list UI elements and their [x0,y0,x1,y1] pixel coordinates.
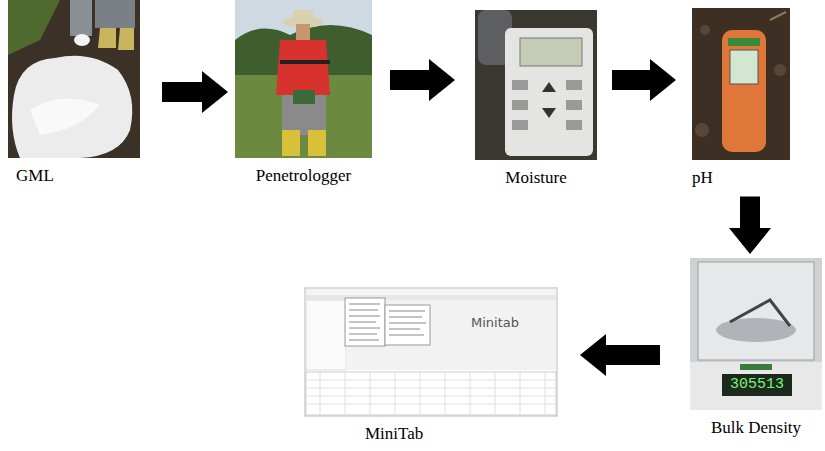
boot [98,28,116,48]
meter-brand-band [728,38,760,46]
red-shirt [276,40,330,95]
block-arrow [390,59,455,101]
meter-button [512,100,528,110]
step-caption: MiniTab [305,424,557,444]
moisture-meter [505,28,593,156]
gml-photo [8,0,140,158]
title-bar [306,289,556,295]
app-splash-title: Minitab [450,315,540,331]
meter-button [566,80,582,90]
navigator-pane [306,300,346,370]
submenu-items [389,311,426,335]
penetrologger-photo [235,0,372,158]
block-arrow [729,196,771,254]
app-window [305,288,557,416]
meter-screen [730,50,758,84]
boot [308,130,326,156]
meter-arrow-key [542,108,556,118]
soil-clod [695,123,709,137]
draft-shield [698,262,814,360]
step-caption: Moisture [475,168,597,188]
meter-button [566,120,582,130]
ph-photo [692,8,790,160]
submenu [385,305,430,345]
block-arrow [612,59,676,101]
soil-ground [692,8,790,160]
hat-crown [293,10,313,22]
lime-patch [12,56,132,158]
bulk-density-photo [690,258,822,410]
photo-step: MiniTab [305,288,557,444]
meter-button [512,80,528,90]
lime-highlight [30,99,100,135]
step-caption: Penetrologger [235,166,372,186]
face [296,24,310,40]
photo-step: Moisture [475,10,597,188]
shirt-stripe [280,60,330,64]
step-caption: GML [8,166,140,186]
soil-ground [475,10,597,160]
soil-ground [8,0,140,158]
weighing-pan [716,318,796,342]
balance-body [690,258,822,410]
meter-button [512,120,528,130]
control-panel [690,362,822,410]
sky [235,0,372,158]
grass-patch [8,0,60,55]
twig [770,12,786,20]
block-arrow [580,334,660,376]
soil-clod [700,25,710,35]
balance-display [722,374,792,396]
sample-holder [730,300,790,326]
photo-step: Bulk Density [690,258,822,438]
balance-reading: 305513 [722,376,792,394]
boot [282,130,300,156]
ph-meter [722,30,766,152]
boot [118,28,134,50]
worksheet-grid [306,372,556,415]
menu-items [349,304,380,340]
glove [74,34,90,46]
step-caption: pH [692,168,790,188]
soil-clod [774,64,786,76]
minitab-screenshot [305,288,557,416]
worker-legs [95,0,135,28]
photo-step: GML [8,0,140,186]
block-arrow [162,71,228,113]
penetrologger-device [293,90,315,104]
menu-bar [306,295,556,300]
meter-screen [520,38,582,66]
meter-button [566,100,582,110]
worker-arm [70,0,92,36]
photo-step: pH [692,8,790,188]
grid-lines [306,372,556,415]
dropdown-menu [345,298,385,346]
photo-step: Penetrologger [235,0,372,186]
meter-arrow-key [542,82,556,92]
brand-mark [740,364,772,370]
step-caption: Bulk Density [690,418,822,438]
moisture-photo [475,10,597,160]
